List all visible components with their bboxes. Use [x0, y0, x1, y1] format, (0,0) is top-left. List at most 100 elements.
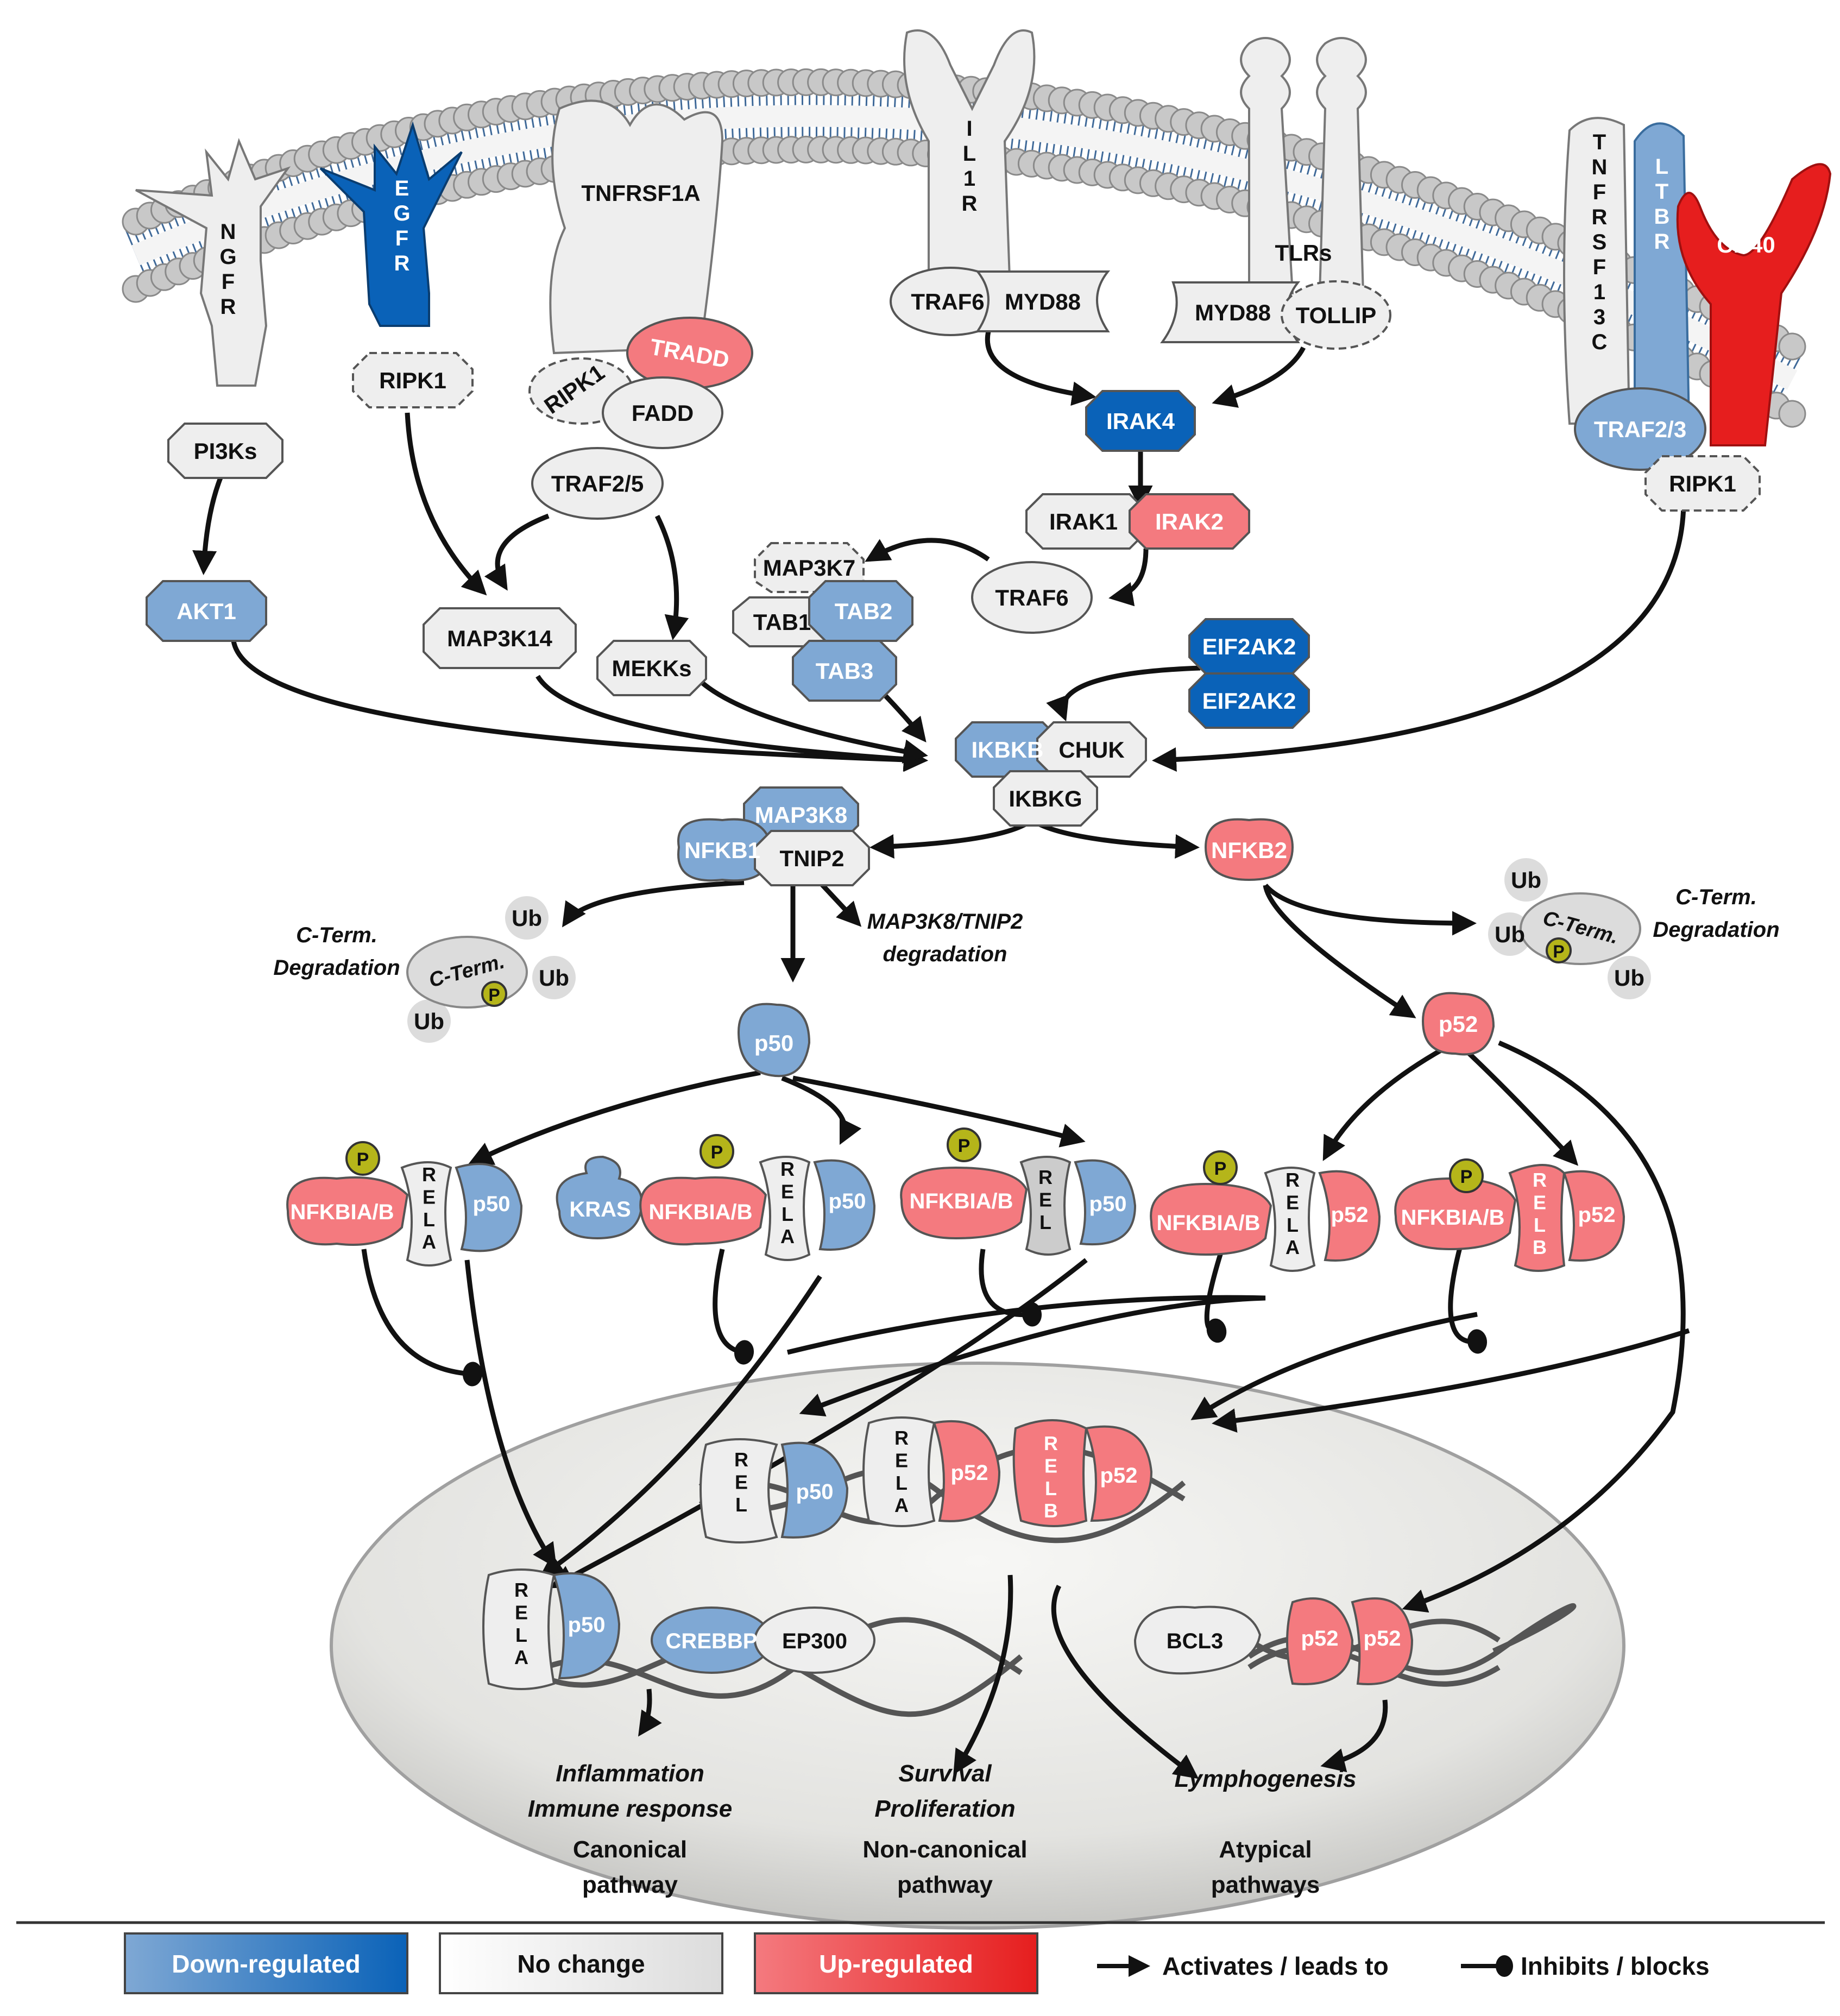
cterm-right-line2: Degradation: [1653, 918, 1779, 942]
ripk1-right-label: RIPK1: [1669, 471, 1736, 496]
nfkb2-label: NFKB2: [1211, 837, 1287, 863]
complex5-p-label: P: [1460, 1167, 1473, 1187]
pi3ks-node: [167, 423, 283, 479]
outcome-inflammation: Inflammation: [556, 1760, 704, 1787]
tollip-node: [1281, 280, 1391, 350]
traf23-node: [1574, 387, 1706, 471]
irak1-node: [1025, 493, 1147, 550]
akt1-label: AKT1: [177, 598, 236, 624]
cd40-receptor: [1676, 163, 1832, 446]
myd88-left-label: MYD88: [1005, 289, 1081, 314]
phospho-label: P: [1553, 942, 1564, 961]
node-shapes: [146, 267, 1761, 1078]
akt1-node: [146, 580, 267, 642]
traf6-mid-node: [971, 561, 1093, 634]
egfr-receptor: [319, 121, 463, 327]
complex3-nfkbia-label: NFKBIA/B: [909, 1189, 1013, 1213]
complex5-p52-label: p52: [1578, 1203, 1616, 1227]
pathway-atypical-line2: pathways: [1211, 1872, 1320, 1898]
cterm-degradation-left: [406, 896, 576, 1043]
pathway-atypical-line1: Atypical: [1219, 1836, 1312, 1863]
traf23-label: TRAF2/3: [1594, 417, 1686, 442]
complex1-p-label: P: [357, 1149, 369, 1170]
legend-up-label: Up-regulated: [819, 1950, 973, 1978]
pathway-noncanonical-line2: pathway: [897, 1872, 993, 1898]
ub-label: Ub: [1495, 922, 1525, 947]
nuc-bcl3-label: BCL3: [1167, 1629, 1223, 1653]
traf25-node: [531, 447, 664, 520]
p50-label: p50: [754, 1030, 793, 1056]
cterm-left-line2: Degradation: [273, 956, 400, 980]
map3k8-degradation-line2: degradation: [883, 942, 1007, 966]
nfkb2-node: [1204, 818, 1294, 881]
complex2-kras-label: KRAS: [569, 1198, 631, 1221]
tollip-label: TOLLIP: [1296, 303, 1377, 328]
nfkb1-label: NFKB1: [684, 837, 760, 863]
nuc-p52a-label: p52: [951, 1461, 988, 1485]
outcome-immune-response: Immune response: [528, 1796, 733, 1822]
map3k7-label: MAP3K7: [763, 555, 855, 581]
outcome-proliferation: Proliferation: [874, 1796, 1015, 1822]
myd88-right-label: MYD88: [1195, 300, 1271, 325]
ub-label: Ub: [512, 905, 542, 931]
map3k14-label: MAP3K14: [447, 626, 552, 651]
map3k8-label: MAP3K8: [755, 802, 847, 828]
legend: [16, 1921, 1825, 1994]
tab1-label: TAB1: [753, 609, 811, 635]
map3k7-node: [754, 542, 865, 593]
legend-down-label: Down-regulated: [172, 1950, 361, 1978]
complex4-p-label: P: [1214, 1158, 1227, 1179]
tlrs-receptor: [1240, 37, 1367, 294]
ltbr-receptor: [1634, 122, 1691, 425]
complex1-p50-label: p50: [473, 1192, 511, 1216]
tlrs-label: TLRs: [1275, 240, 1332, 266]
traf6-mid-label: TRAF6: [995, 585, 1068, 610]
pathway-noncanonical-line1: Non-canonical: [862, 1836, 1027, 1863]
traf25-label: TRAF2/5: [551, 471, 644, 496]
mekks-node: [596, 640, 707, 696]
traf6-top-label: TRAF6: [911, 289, 984, 314]
ripk1-egfr-node: [352, 352, 474, 408]
pathway-canonical-line2: pathway: [582, 1872, 678, 1898]
complex4-nfkbia-label: NFKBIA/B: [1156, 1211, 1260, 1235]
nuc-p50a-label: p50: [796, 1480, 834, 1504]
ub-label: Ub: [1511, 867, 1541, 893]
outcome-lymphogenesis: Lymphogenesis: [1175, 1766, 1357, 1792]
complex3-p-label: P: [958, 1136, 971, 1156]
complex1-nfkbia-label: NFKBIA/B: [290, 1200, 394, 1224]
p50-node: [737, 1003, 811, 1078]
ikbkg-label: IKBKG: [1009, 786, 1082, 811]
cd40-label: CD40: [1717, 232, 1775, 257]
outcome-survival: Survival: [898, 1760, 992, 1787]
pi3ks-label: PI3Ks: [194, 438, 257, 464]
inhibition-lines: [361, 1243, 1488, 1387]
tnfrsf13c-receptor: [1563, 117, 1631, 425]
ripk1-egfr-label: RIPK1: [379, 368, 446, 393]
pathway-arrows: [192, 331, 1690, 1779]
ub-label: Ub: [539, 965, 569, 991]
legend-swatch-none: [439, 1932, 723, 1994]
irak4-node: [1085, 390, 1196, 452]
chuk-label: CHUK: [1058, 737, 1124, 763]
complex2-p-label: P: [711, 1142, 723, 1163]
fadd-node: [602, 376, 723, 449]
complex2-nfkbia-label: NFKBIA/B: [648, 1200, 752, 1224]
tnfrsf1a-label: TNFRSF1A: [581, 180, 700, 206]
chuk-node: [1036, 721, 1147, 778]
p52-label: p52: [1439, 1011, 1478, 1037]
p52-node: [1421, 992, 1495, 1056]
complex2-p50-label: p50: [829, 1189, 866, 1213]
tnip2-node: [754, 830, 870, 886]
cterm-degradation-right: [1488, 858, 1651, 999]
lipid-head: [1778, 400, 1806, 428]
